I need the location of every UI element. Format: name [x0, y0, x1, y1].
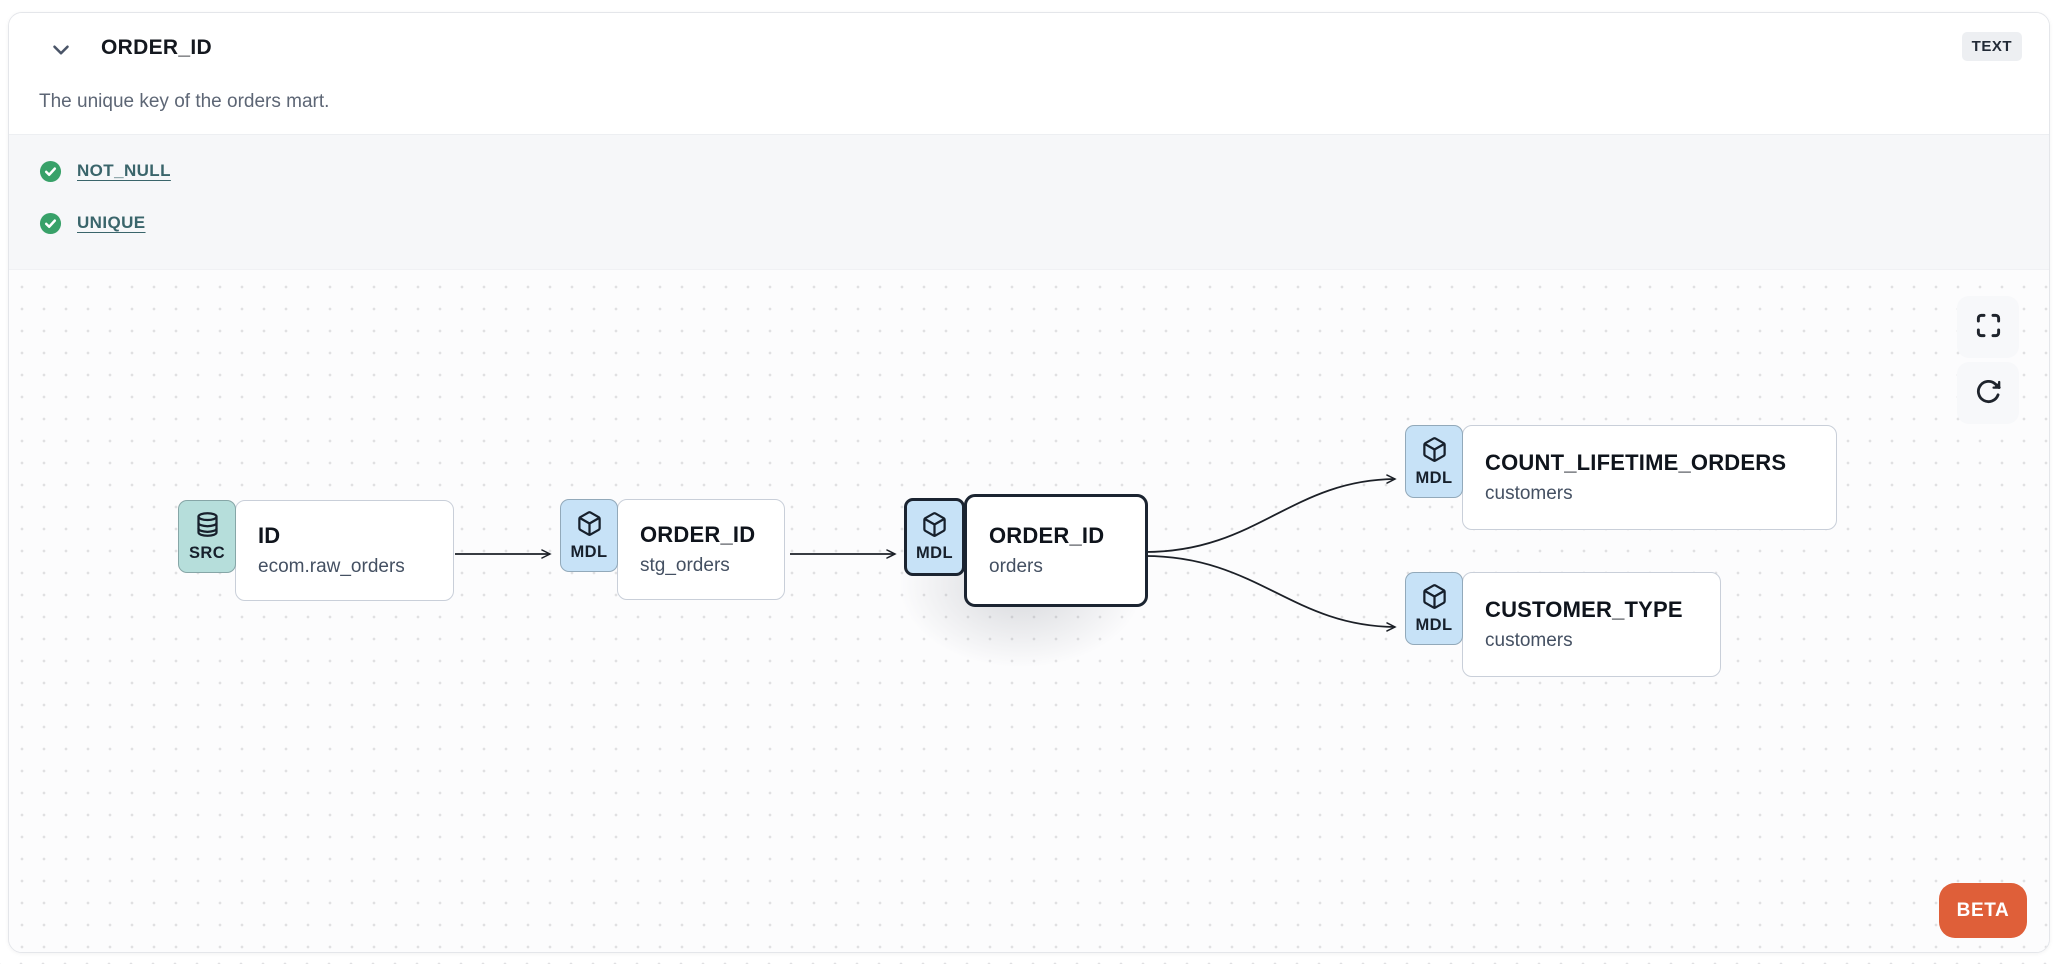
node-kind-label: MDL	[570, 542, 608, 561]
page-background-dots	[0, 950, 2058, 964]
lineage-canvas[interactable]: ID ecom.raw_orders SRC ORDER_ID stg_orde…	[9, 269, 2049, 952]
cube-icon	[921, 511, 948, 543]
node-sublabel: orders	[989, 556, 1043, 577]
beta-badge: BETA	[1939, 883, 2027, 938]
column-detail-card: ORDER_ID TEXT The unique key of the orde…	[8, 12, 2050, 953]
check-circle-icon	[39, 160, 62, 183]
node-kind-badge: MDL	[1405, 425, 1463, 498]
node-label: ID	[258, 523, 281, 548]
node-sublabel: stg_orders	[640, 555, 730, 576]
chevron-down-icon	[48, 37, 74, 66]
column-description: The unique key of the orders mart.	[39, 91, 330, 112]
node-kind-label: MDL	[1415, 615, 1453, 634]
fullscreen-button[interactable]	[1957, 296, 2019, 358]
cube-icon	[1421, 436, 1448, 468]
node-label: ORDER_ID	[989, 523, 1105, 548]
header: ORDER_ID TEXT The unique key of the orde…	[9, 13, 2049, 134]
rotate-cw-icon	[1975, 378, 2002, 408]
test-link-unique[interactable]: UNIQUE	[77, 213, 146, 232]
column-title: ORDER_ID	[101, 36, 212, 59]
node-label: COUNT_LIFETIME_ORDERS	[1485, 450, 1787, 475]
node-kind-badge: MDL	[1405, 572, 1463, 645]
cube-icon	[1421, 583, 1448, 615]
node-label: ORDER_ID	[640, 522, 756, 547]
maximize-icon	[1975, 312, 2002, 342]
column-type-badge: TEXT	[1961, 32, 2022, 61]
canvas-controls	[1957, 296, 2019, 424]
collapse-chevron-button[interactable]	[47, 37, 75, 65]
test-row: UNIQUE	[39, 205, 2049, 241]
node-kind-badge: SRC	[178, 500, 236, 573]
node-kind-label: MDL	[1415, 468, 1453, 487]
refresh-button[interactable]	[1957, 362, 2019, 424]
node-kind-badge: MDL	[904, 498, 965, 576]
database-icon	[194, 511, 221, 543]
test-link-not-null[interactable]: NOT_NULL	[77, 161, 171, 180]
node-sublabel: customers	[1485, 630, 1573, 651]
check-circle-icon	[39, 212, 62, 235]
node-label: CUSTOMER_TYPE	[1485, 597, 1683, 622]
cube-icon	[576, 510, 603, 542]
node-kind-badge: MDL	[560, 499, 618, 572]
node-sublabel: customers	[1485, 483, 1573, 504]
test-row: NOT_NULL	[39, 153, 2049, 189]
tests-section: NOT_NULL UNIQUE	[9, 134, 2049, 269]
node-kind-label: SRC	[188, 543, 226, 562]
node-kind-label: MDL	[916, 544, 953, 562]
node-sublabel: ecom.raw_orders	[258, 556, 405, 577]
